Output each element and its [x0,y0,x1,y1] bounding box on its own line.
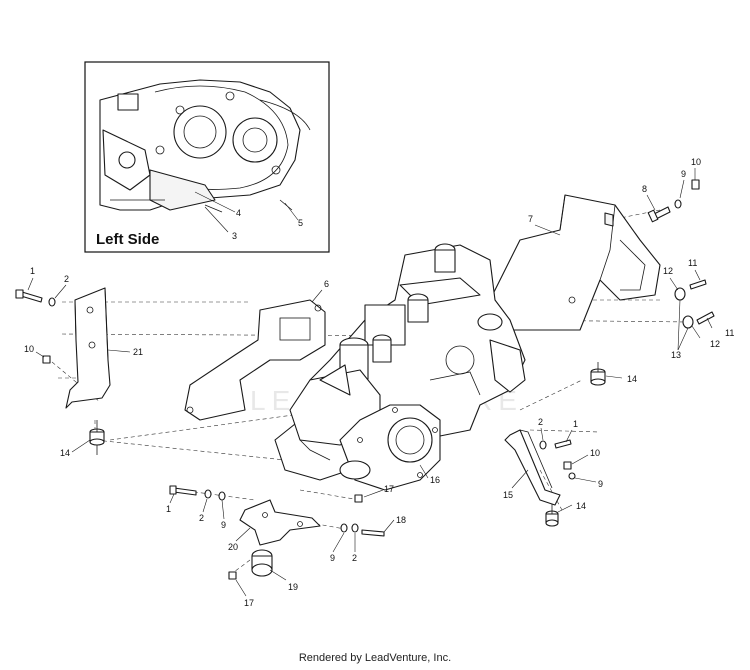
callout-2: 2 [64,274,69,284]
callout-1: 1 [166,504,171,514]
callout-9: 9 [598,479,603,489]
part-plate [184,299,326,421]
callout-2: 2 [352,553,357,563]
fasteners [15,179,715,580]
callout-14: 14 [60,448,70,458]
callout-2: 2 [199,513,204,523]
callout-2: 2 [538,417,543,427]
callout-12: 12 [710,339,720,349]
callout-9: 9 [330,553,335,563]
part-drive-cover [339,404,441,491]
callout-11: 11 [725,328,734,338]
callout-14: 14 [627,374,637,384]
credit-text: Rendered by LeadVenture, Inc. [298,652,452,664]
callout-10: 10 [590,448,600,458]
callout-10: 10 [24,344,34,354]
callout-9: 9 [681,169,686,179]
callout-12: 12 [663,266,673,276]
callout-1: 1 [30,266,35,276]
part-lower-bracket [239,499,321,546]
callout-17: 17 [384,484,394,494]
callout-20: 20 [228,542,238,552]
callout-9: 9 [221,520,226,530]
callout-4: 4 [236,208,241,218]
callout-8: 8 [642,184,647,194]
callout-16: 16 [430,475,440,485]
leader-lines [27,168,713,597]
callout-14: 14 [576,501,586,511]
mount-left-14 [89,420,105,455]
part-rear-bracket [489,194,661,331]
callout-10: 10 [691,157,701,167]
callout-18: 18 [396,515,406,525]
part-left-bracket [65,287,111,409]
callout-19: 19 [288,582,298,592]
mount-right-14 [590,362,606,386]
callout-13: 13 [671,350,681,360]
callout-labels: 10 9 8 7 11 12 11 12 13 14 1 2 6 10 21 1… [24,157,734,608]
callout-3: 3 [232,231,237,241]
callout-21: 21 [133,347,143,357]
part-right-bracket [504,429,561,506]
inset-left-side: Left Side [84,61,330,253]
inset-engine-detail [99,79,311,213]
callout-1: 1 [573,419,578,429]
callout-17: 17 [244,598,254,608]
callout-15: 15 [503,490,513,500]
callout-7: 7 [528,214,533,224]
callout-5: 5 [298,218,303,228]
inset-title: Left Side [96,231,159,248]
callout-6: 6 [324,279,329,289]
mount-19 [251,549,273,577]
mount-lower-14 [545,504,559,527]
callout-11: 11 [688,258,697,268]
